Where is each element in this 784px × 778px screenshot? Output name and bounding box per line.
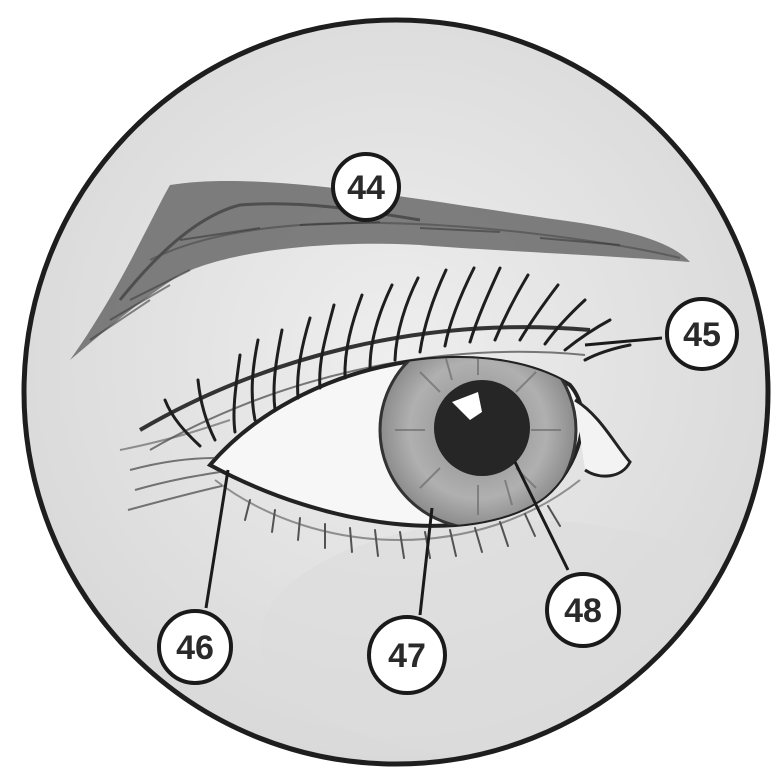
callout-label-44: 44 bbox=[347, 169, 385, 207]
pupil bbox=[434, 380, 530, 476]
callout-label-47: 47 bbox=[388, 637, 426, 675]
callout-47: 47 bbox=[369, 617, 445, 693]
callout-46: 46 bbox=[159, 611, 231, 683]
callout-label-46: 46 bbox=[176, 629, 214, 667]
cheek-shading bbox=[260, 520, 780, 760]
callout-44: 44 bbox=[333, 154, 399, 220]
callout-label-48: 48 bbox=[564, 592, 602, 630]
callout-45: 45 bbox=[667, 299, 737, 369]
callout-48: 48 bbox=[547, 574, 619, 646]
callout-label-45: 45 bbox=[683, 316, 721, 354]
